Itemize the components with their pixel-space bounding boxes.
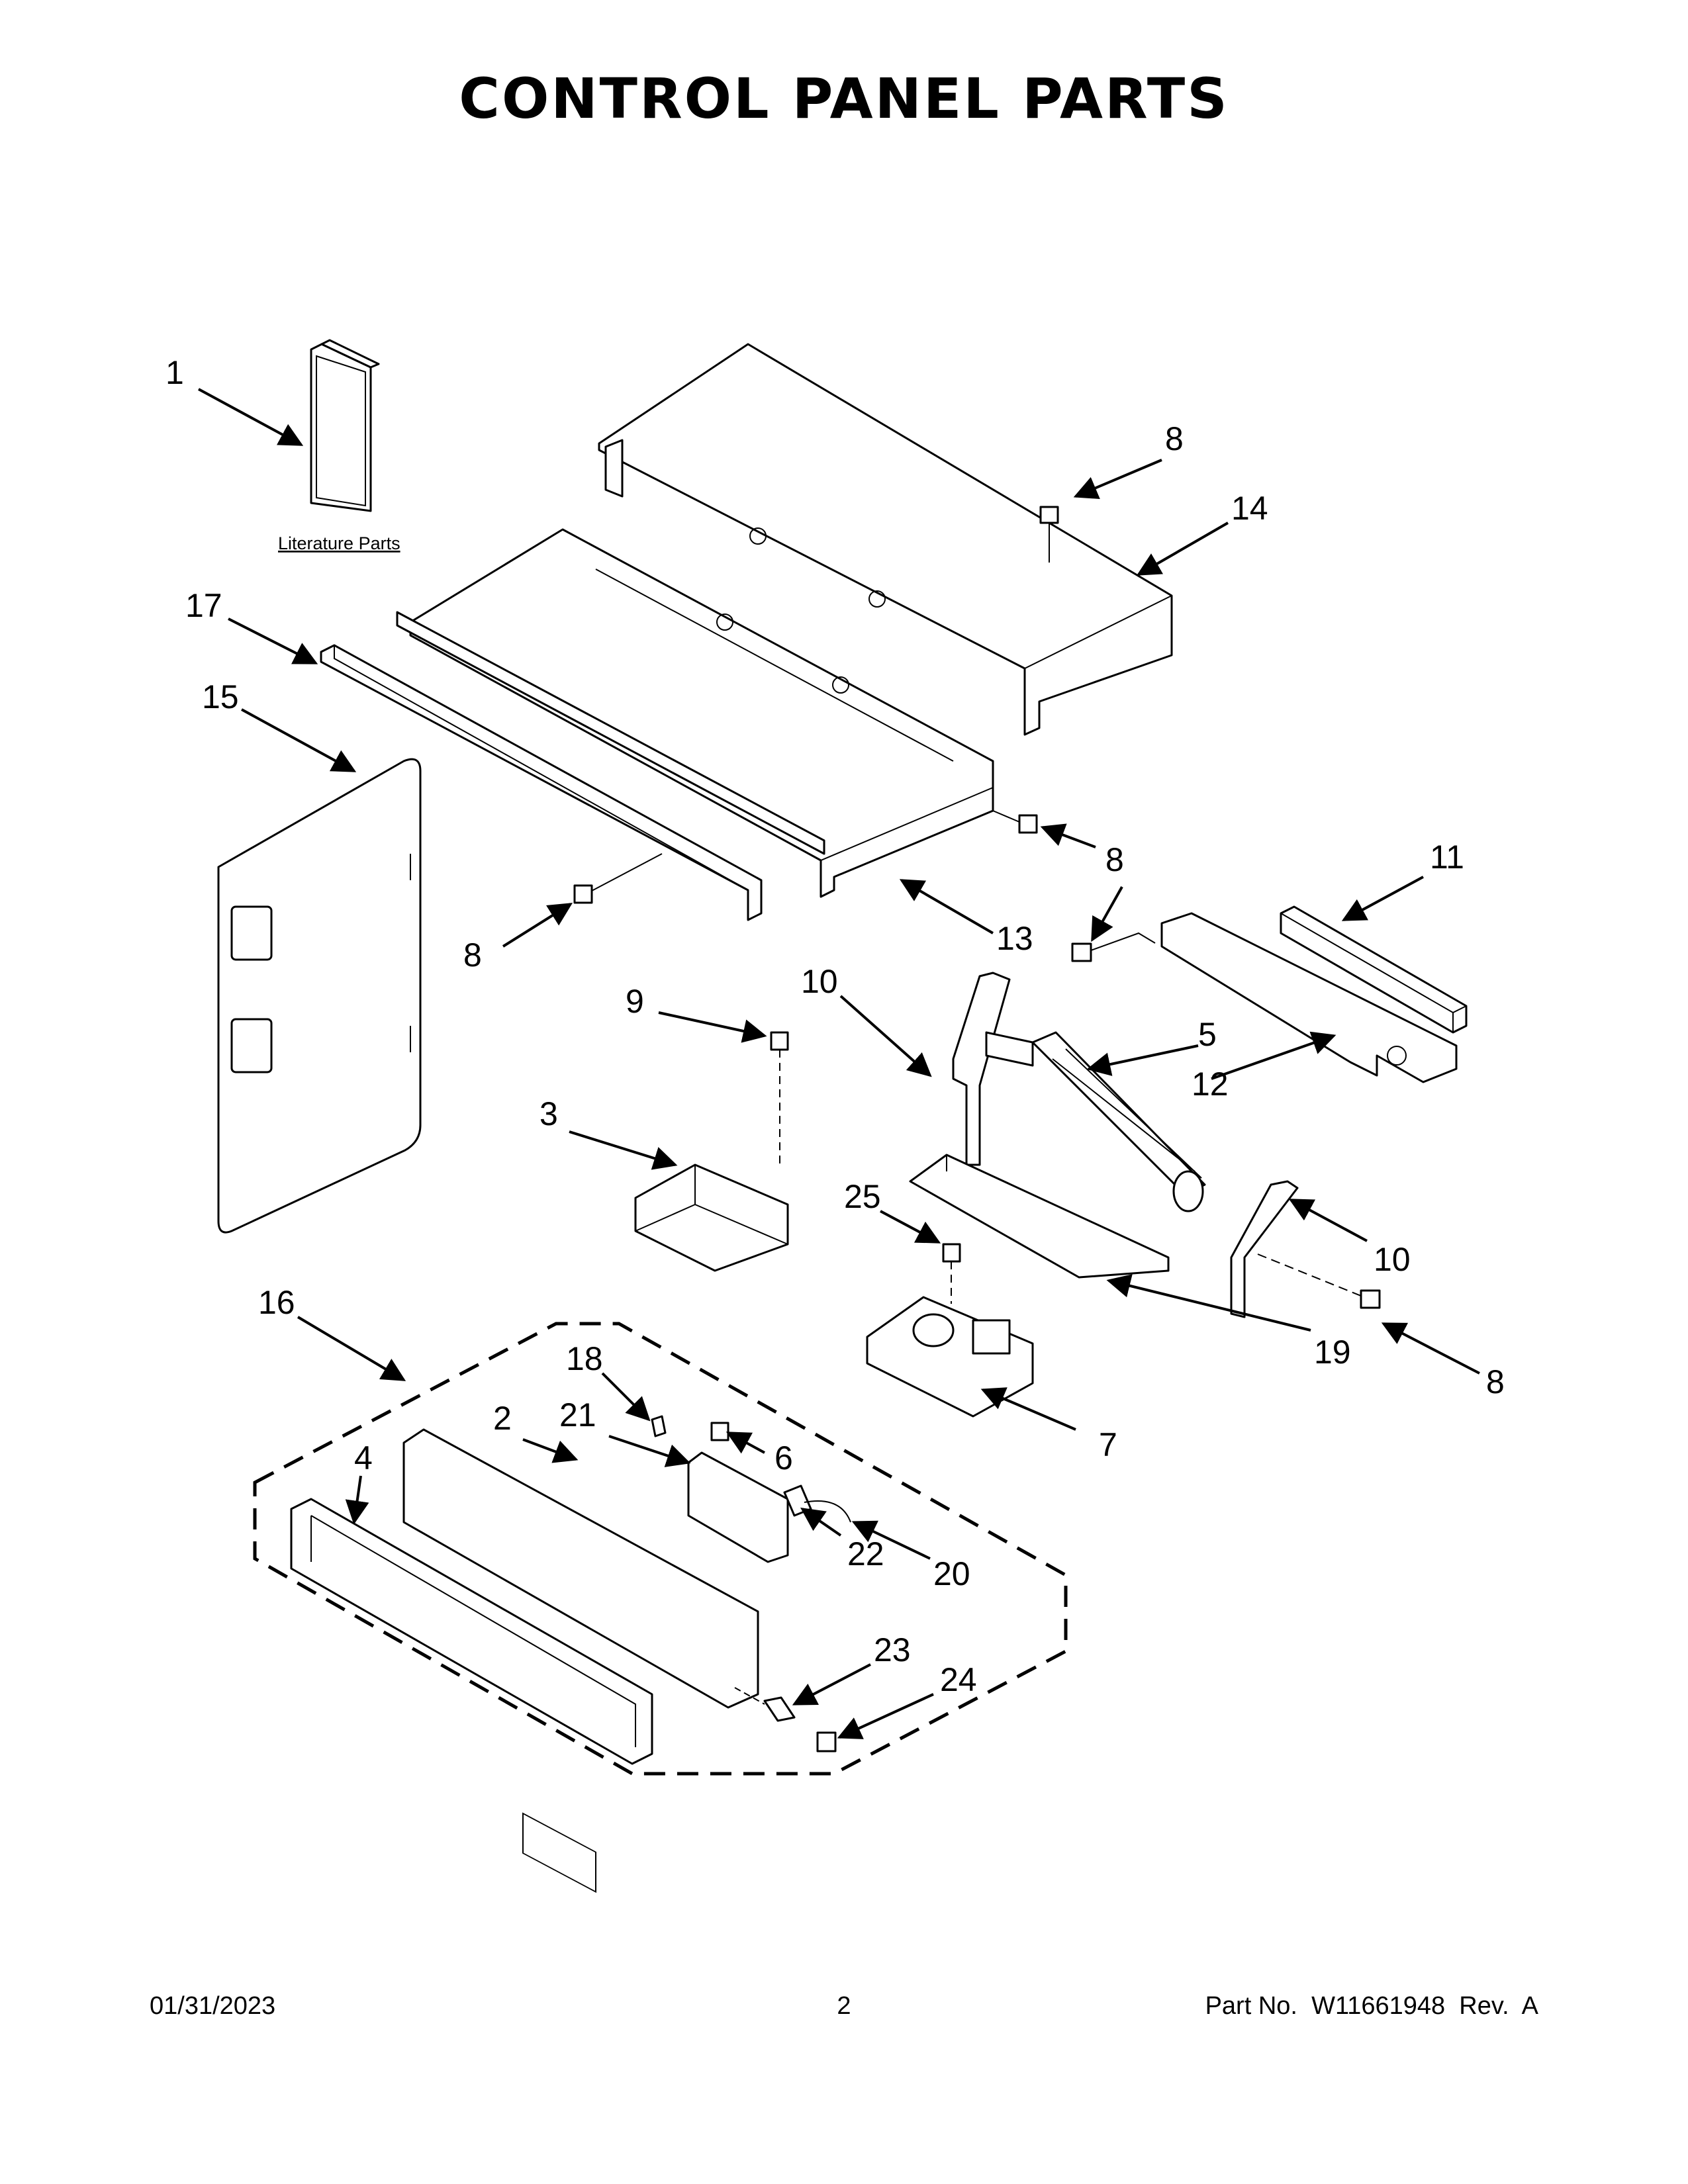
callout-7: 7: [1099, 1426, 1117, 1463]
callout-9: 9: [626, 983, 644, 1020]
callout-6: 6: [774, 1439, 793, 1477]
part-19-fan-shroud: [909, 1154, 1170, 1279]
part-6-screw: [710, 1422, 729, 1441]
callout-3: 3: [539, 1095, 558, 1132]
part-10-hinge-left: [952, 972, 1011, 1166]
part-25-screw: [942, 1243, 961, 1304]
callout-8: 8: [1165, 420, 1184, 457]
callout-15: 15: [202, 678, 239, 715]
callout-23: 23: [874, 1631, 911, 1668]
callout-10: 10: [801, 963, 838, 1000]
callout-22: 22: [847, 1535, 884, 1572]
callout-8: 8: [463, 936, 482, 974]
part-8-screw-bracket: [1071, 932, 1156, 962]
part-9-screw: [770, 1031, 789, 1165]
callout-1: 1: [165, 354, 184, 391]
callout-20: 20: [933, 1555, 970, 1592]
literature-parts-label: Literature Parts: [278, 533, 400, 553]
part-1-literature-booklet: [310, 339, 380, 512]
callout-25: 25: [844, 1178, 881, 1215]
part-8-screw-top: [1039, 506, 1059, 563]
part-13-chassis-panel: [396, 528, 994, 898]
callout-12: 12: [1192, 1066, 1229, 1103]
part-7-power-board: [866, 1296, 1034, 1418]
callout-14: 14: [1231, 490, 1268, 527]
callout-19: 19: [1314, 1334, 1351, 1371]
callout-11: 11: [1430, 839, 1464, 876]
callout-2: 2: [493, 1400, 512, 1437]
callout-24: 24: [940, 1661, 977, 1698]
part-5-blower-fan: [985, 1031, 1206, 1212]
part-8-screw-right: [992, 810, 1038, 834]
callout-8: 8: [1105, 841, 1124, 878]
part-24-screw: [816, 1731, 837, 1752]
part-8-screw-lower-right: [1257, 1253, 1381, 1309]
part-11-insulation-strip: [1280, 905, 1468, 1034]
part-15-side-shield: [217, 758, 422, 1234]
callout-21: 21: [559, 1396, 596, 1433]
callout-8: 8: [1486, 1363, 1505, 1400]
leader-lines: [198, 388, 1480, 1739]
part-8-screw-left: [573, 853, 663, 904]
part-21-main-control-board: [687, 1451, 789, 1563]
part-4-control-fascia: [290, 1498, 653, 1765]
footer-date: 01/31/2023: [150, 1992, 276, 2020]
part-20-wire-harness: [804, 1500, 851, 1523]
part-17-trim-rail: [320, 644, 763, 921]
page-title: CONTROL PANEL PARTS: [459, 66, 1229, 131]
part-3-relay-board: [634, 1163, 789, 1272]
footer-part-number: Part No. W11661948 Rev. A: [1205, 1992, 1538, 2020]
part-2-touch-panel: [402, 1428, 759, 1893]
part-18-clip: [651, 1415, 667, 1437]
callout-13: 13: [996, 920, 1033, 957]
part-10-hinge-right: [1230, 1180, 1299, 1318]
callout-4: 4: [354, 1439, 373, 1477]
callout-16: 16: [258, 1284, 295, 1321]
callout-17: 17: [185, 587, 222, 624]
part-12-bracket: [1160, 912, 1458, 1083]
part-14-top-cover: [598, 343, 1173, 736]
part-23-pad: [734, 1687, 796, 1722]
footer-page-number: 2: [837, 1992, 851, 2020]
callout-5: 5: [1198, 1016, 1217, 1053]
callout-18: 18: [566, 1340, 603, 1377]
callout-labels: 1 8 14 17 15 8 11 13 8 9 10 5 12 3 25 10…: [165, 354, 1505, 1698]
callout-10: 10: [1374, 1241, 1411, 1278]
